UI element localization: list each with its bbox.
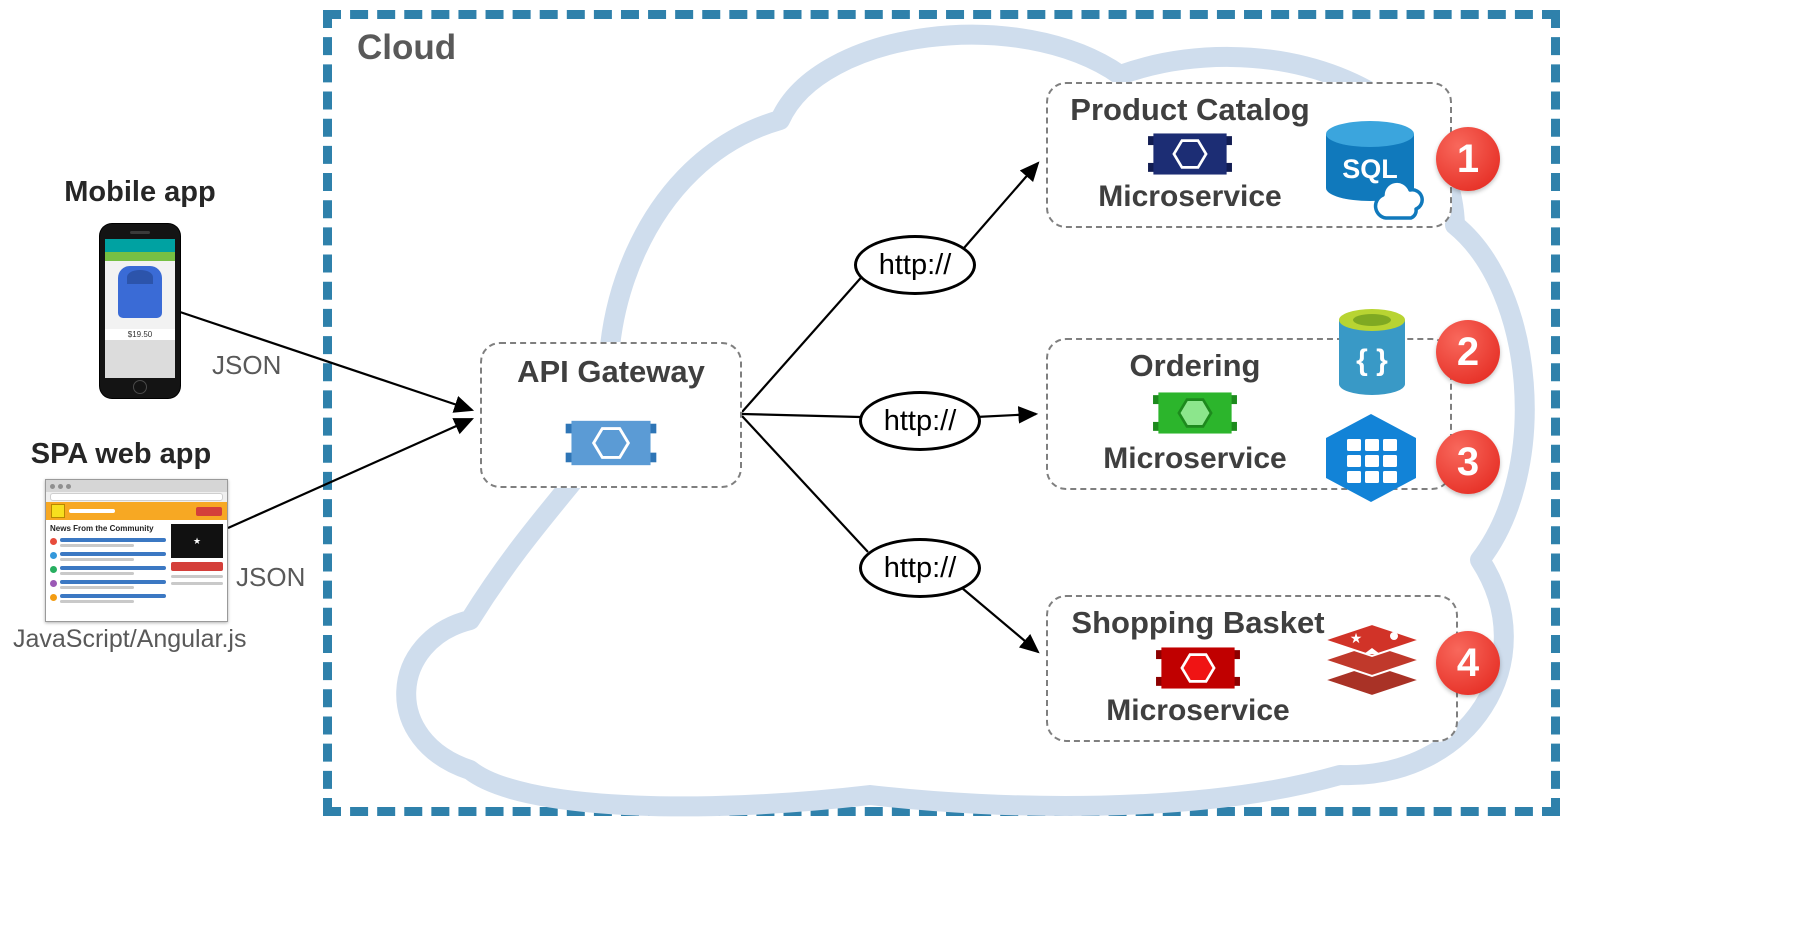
document-db-icon: { }: [1339, 309, 1405, 395]
avatar: [50, 566, 57, 573]
phone-screen: $19.50: [105, 239, 175, 378]
product-catalog-subtitle: Microservice: [1098, 180, 1282, 213]
api-gateway-title: API Gateway: [517, 354, 705, 389]
avatar: [50, 594, 57, 601]
phone-home-button: [133, 380, 147, 394]
list-item: [50, 580, 166, 589]
mobile-phone-image: $19.50: [100, 224, 180, 398]
mobile-app-label: Mobile app: [64, 176, 216, 208]
shopping-basket-service-icon: [1156, 646, 1240, 689]
avatar: [50, 580, 57, 587]
step-badge-2: 2: [1436, 320, 1500, 384]
sidebar-badge-image: ★: [171, 524, 223, 558]
sidebar-text-line: [171, 582, 223, 585]
browser-urlbar: [46, 492, 227, 502]
redis-cache-icon: ★: [1320, 622, 1424, 698]
browser-urlfield: [50, 493, 223, 501]
documentdb-glyph: { }: [1356, 344, 1388, 377]
table-storage-icon: [1326, 414, 1416, 502]
sql-label: SQL: [1342, 154, 1398, 184]
phone-appbar: [105, 239, 175, 252]
step-badge-3: 3: [1436, 430, 1500, 494]
product-price: $19.50: [127, 330, 153, 339]
site-header: [46, 502, 227, 520]
list-item: [50, 566, 166, 575]
cloud-label: Cloud: [357, 28, 457, 67]
shopping-basket-subtitle: Microservice: [1106, 694, 1290, 727]
shopping-basket-title: Shopping Basket: [1071, 605, 1325, 640]
http-pill-3: http://: [859, 538, 981, 598]
http-pill-2: http://: [859, 391, 981, 451]
site-main-column: News From the Community: [50, 524, 166, 603]
step-badge-4: 4: [1436, 631, 1500, 695]
http-pill-1: http://: [854, 235, 976, 295]
browser-dot: [66, 483, 71, 489]
product-catalog-title: Product Catalog: [1070, 92, 1310, 127]
site-body: News From the Community ★: [46, 520, 227, 607]
site-signup-button: [196, 506, 222, 516]
spa-browser-image: News From the Community ★: [45, 479, 228, 622]
browser-dot: [58, 483, 63, 489]
phone-promo-bar: [105, 252, 175, 261]
spa-tech-label: JavaScript/Angular.js: [13, 625, 247, 653]
site-nav: [69, 509, 115, 513]
avatar: [50, 552, 57, 559]
shopping-basket-box: Shopping Basket Microservice: [1046, 595, 1458, 742]
json-label-mobile: JSON: [212, 350, 282, 380]
list-item: [50, 538, 166, 547]
step-badge-1: 1: [1436, 127, 1500, 191]
avatar: [50, 538, 57, 545]
browser-titlebar: [46, 480, 227, 492]
sql-cloud-icon: [1373, 179, 1424, 220]
phone-speaker: [130, 231, 150, 234]
sidebar-text-line: [171, 575, 223, 578]
hoodie-image: [118, 266, 162, 318]
ordering-service-icon: [1153, 392, 1237, 434]
ordering-title: Ordering: [1129, 348, 1261, 383]
browser-dot: [50, 483, 55, 489]
phone-next-product: [105, 340, 175, 378]
list-item: [50, 552, 166, 561]
product-catalog-service-icon: [1148, 133, 1232, 175]
site-sidebar: ★: [171, 524, 223, 603]
sql-database-icon: SQL: [1326, 121, 1424, 220]
json-label-spa: JSON: [236, 562, 306, 592]
phone-product-image: [105, 261, 175, 329]
list-item: [50, 594, 166, 603]
hoodie-hood: [127, 270, 153, 284]
site-heading: News From the Community: [50, 524, 154, 533]
api-gateway-service-icon: [565, 420, 657, 466]
ordering-subtitle: Microservice: [1103, 442, 1287, 475]
sidebar-button: [171, 562, 223, 571]
spa-web-app-label: SPA web app: [30, 438, 212, 470]
api-gateway-box: API Gateway: [480, 342, 742, 488]
redis-star-icon: ★: [1350, 630, 1363, 646]
javascript-logo-icon: [51, 504, 65, 518]
